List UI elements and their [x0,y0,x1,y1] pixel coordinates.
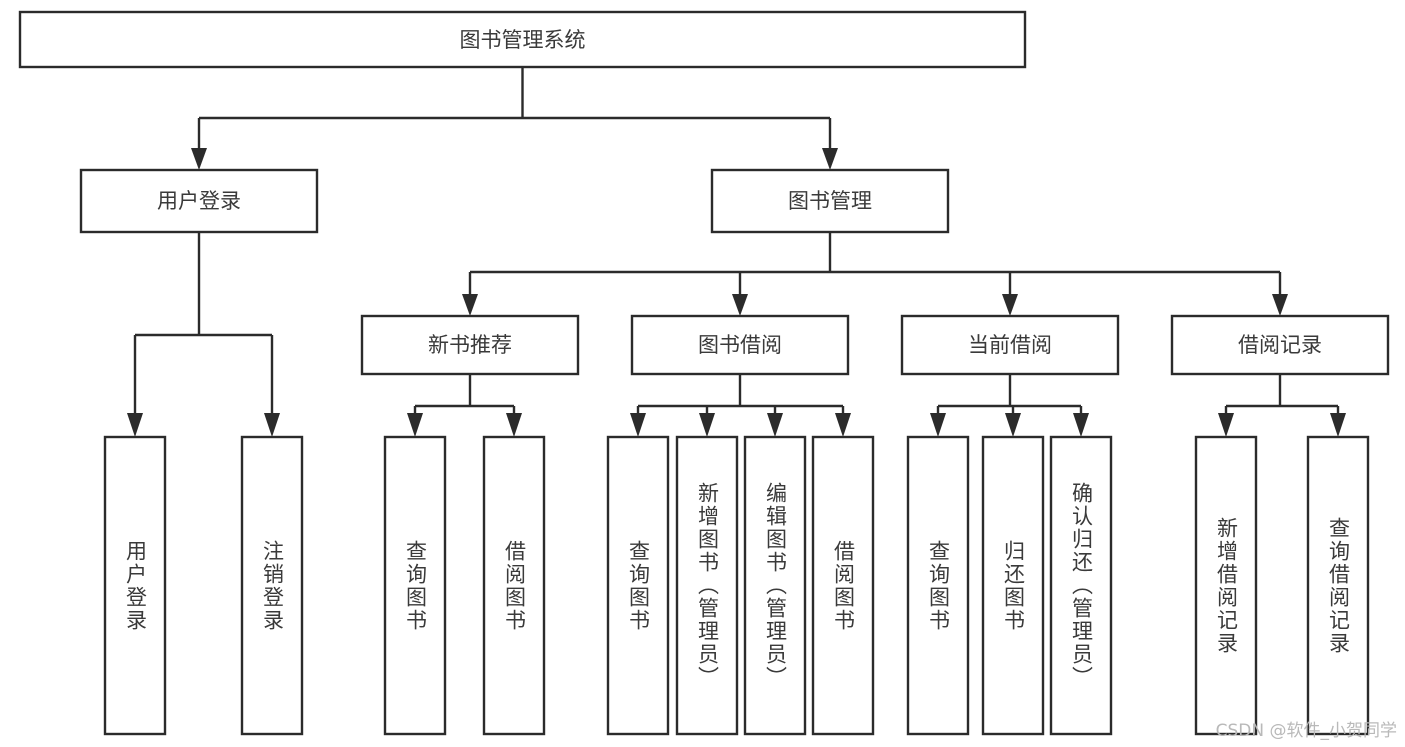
node-leaf-return-book-box[interactable] [981,435,1045,736]
arrow-head-leaf-edit-book-admin [767,413,783,437]
arrow-head-borrow-record [1272,294,1288,316]
node-borrow-record[interactable]: 借阅记录 [1170,314,1390,376]
node-leaf-query-book-1-box[interactable] [383,435,447,736]
node-leaf-edit-book-admin-box[interactable] [743,435,807,736]
node-leaf-logout-login-box[interactable] [240,435,304,736]
arrow-head-leaf-query-book-3 [930,413,946,437]
arrow-head-book-manage [822,148,838,170]
node-book-manage[interactable]: 图书管理 [710,168,950,234]
node-current-borrow[interactable]: 当前借阅 [900,314,1120,376]
node-leaf-add-borrow-record-box[interactable] [1194,435,1258,736]
node-user-login-label: 用户登录 [157,189,241,213]
node-root-label: 图书管理系统 [460,28,586,52]
node-user-login-box[interactable] [79,168,319,234]
node-root-box[interactable] [18,10,1027,69]
arrow-head-user-login [191,148,207,170]
arrow-head-leaf-borrow-book-2 [835,413,851,437]
node-leaf-borrow-book-2-box[interactable] [811,435,875,736]
node-leaf-user-login-box[interactable] [103,435,167,736]
arrow-head-leaf-return-book [1005,413,1021,437]
arrow-head-leaf-query-borrow-record [1330,413,1346,437]
node-new-book-recommend-label: 新书推荐 [428,333,512,357]
node-book-borrow-box[interactable] [630,314,850,376]
node-new-book-recommend-box[interactable] [360,314,580,376]
node-book-borrow-label: 图书借阅 [698,333,782,357]
arrow-head-leaf-query-book-1 [407,413,423,437]
node-book-manage-label: 图书管理 [788,189,872,213]
node-borrow-record-box[interactable] [1170,314,1390,376]
arrow-head-leaf-confirm-return-admin [1073,413,1089,437]
node-leaf-query-borrow-record-box[interactable] [1306,435,1370,736]
arrow-head-new-book-recommend [462,294,478,316]
node-leaf-add-book-admin-box[interactable] [675,435,739,736]
arrow-head-book-borrow [732,294,748,316]
arrow-head-leaf-logout-login [264,413,280,437]
arrow-head-leaf-borrow-book-1 [506,413,522,437]
node-leaf-borrow-book-1-box[interactable] [482,435,546,736]
node-current-borrow-box[interactable] [900,314,1120,376]
arrow-head-current-borrow [1002,294,1018,316]
node-user-login[interactable]: 用户登录 [79,168,319,234]
node-book-borrow[interactable]: 图书借阅 [630,314,850,376]
node-leaf-confirm-return-admin-box[interactable] [1049,435,1113,736]
node-borrow-record-label: 借阅记录 [1238,333,1322,357]
node-current-borrow-label: 当前借阅 [968,333,1052,357]
arrow-head-leaf-query-book-2 [630,413,646,437]
arrow-head-leaf-user-login [127,413,143,437]
csdn-watermark: CSDN @软件_小贺同学 [1215,721,1397,741]
node-new-book-recommend[interactable]: 新书推荐 [360,314,580,376]
node-root[interactable]: 图书管理系统 [18,10,1027,69]
node-layer: 图书管理系统 用户登录 图书管理 新书推荐 图书借阅 当前 [18,10,1390,736]
node-leaf-query-book-2-box[interactable] [606,435,670,736]
arrow-head-leaf-add-borrow-record [1218,413,1234,437]
connector-layer [127,67,1346,437]
node-book-manage-box[interactable] [710,168,950,234]
arrow-head-leaf-add-book-admin [699,413,715,437]
node-leaf-query-book-3-box[interactable] [906,435,970,736]
